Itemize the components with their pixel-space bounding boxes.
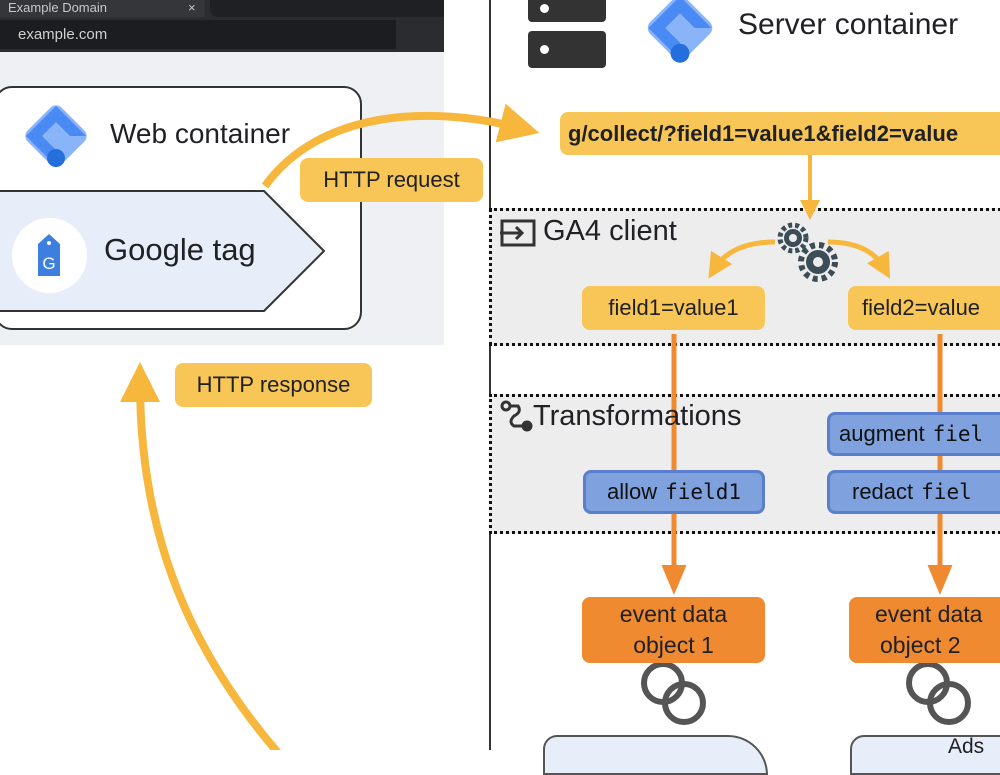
- rule-verb: redact: [852, 479, 914, 504]
- event-label: object 2: [880, 632, 961, 658]
- google-tag-label: Google tag: [104, 232, 256, 267]
- rule-field: fiel: [932, 422, 984, 446]
- rule-verb: augment: [839, 421, 925, 446]
- tab-title: Example Domain: [8, 0, 107, 15]
- event-label: event data: [875, 601, 983, 627]
- server-icon: [528, 31, 606, 68]
- address-bar[interactable]: example.com: [0, 20, 396, 49]
- destination-tag-2: Ads: [850, 735, 1000, 775]
- rule-field: fiel: [921, 480, 972, 504]
- field1-box: field1=value1: [582, 286, 765, 330]
- allow-field1-box: allow field1: [583, 470, 765, 514]
- divider: [489, 0, 491, 750]
- event-label: object 1: [633, 632, 714, 658]
- google-tag-shape: [0, 190, 325, 312]
- rule-field: field1: [665, 480, 741, 504]
- server-container-title: Server container: [738, 8, 959, 41]
- web-container-title: Web container: [110, 118, 291, 149]
- browser-tab[interactable]: Example Domain ×: [0, 0, 205, 17]
- gtm-logo-icon: [25, 105, 87, 167]
- combine-icon: [906, 661, 971, 725]
- url-text: example.com: [18, 26, 108, 43]
- gtm-logo-icon: [647, 0, 713, 63]
- rule-verb: allow: [607, 479, 658, 504]
- tab-close-icon[interactable]: ×: [188, 0, 196, 15]
- augment-field-box: augment fiel: [827, 412, 1000, 456]
- event-label: event data: [619, 601, 728, 627]
- google-tag-icon: G: [12, 218, 87, 293]
- field2-box: field2=value: [848, 286, 1000, 330]
- browser-tab-active[interactable]: [210, 0, 444, 17]
- combine-icon: [641, 661, 706, 725]
- client-enter-icon: [500, 219, 536, 247]
- svg-text:G: G: [42, 254, 55, 273]
- event-data-object-2: event data object 2: [849, 597, 1000, 663]
- server-icon: [528, 0, 606, 22]
- http-response-arrow: [120, 362, 282, 750]
- ga4-client-title: GA4 client: [543, 215, 677, 247]
- destination-tag-1: [543, 735, 768, 775]
- transformations-title: Transformations: [533, 400, 742, 432]
- event-data-object-1: event data object 1: [582, 597, 765, 663]
- request-url-box: g/collect/?field1=value1&field2=value: [560, 112, 1000, 155]
- http-request-label: HTTP request: [300, 158, 483, 202]
- http-response-label: HTTP response: [175, 363, 372, 407]
- redact-field-box: redact fiel: [827, 470, 1000, 514]
- destination-label: Ads: [948, 735, 985, 758]
